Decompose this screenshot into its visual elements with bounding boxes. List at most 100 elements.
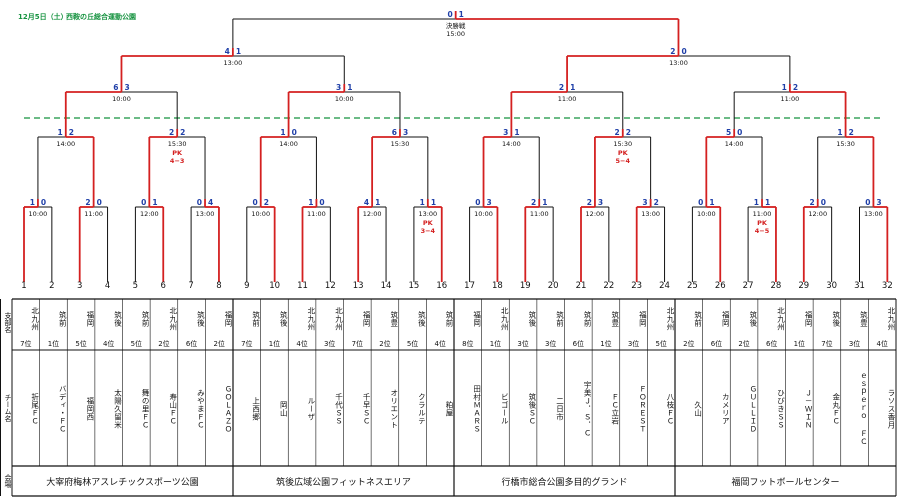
seed-number: 10 bbox=[269, 281, 281, 291]
team-name: カメリア bbox=[721, 393, 731, 425]
team-district: 北九州 bbox=[776, 307, 786, 331]
r1-match-score-right: 4 bbox=[208, 198, 213, 207]
r2-match-pk: 5−4 bbox=[616, 157, 631, 165]
r2-match-score-right: 0 bbox=[737, 128, 742, 137]
r3-match-score-right: 1 bbox=[570, 83, 575, 92]
r2-match-pk: PK bbox=[172, 149, 183, 157]
team-rank: 6位 bbox=[572, 340, 585, 348]
team-name: ＦＯＲＥＳＴ bbox=[638, 385, 648, 433]
team-rank: 3位 bbox=[323, 340, 336, 348]
team-rank: 2位 bbox=[379, 340, 391, 348]
r1-match-score-left: 0 bbox=[475, 198, 480, 207]
r1-match-score-left: 0 bbox=[253, 198, 258, 207]
r1-match-time: 12:00 bbox=[808, 210, 827, 218]
team-name: ＧＵＬＬＩＤ bbox=[748, 385, 758, 433]
team-district: 筑豊 bbox=[859, 311, 869, 327]
team-district: 筑後 bbox=[113, 311, 123, 327]
team-name: クラルテ bbox=[417, 393, 427, 425]
r1-match-score-left: 4 bbox=[364, 198, 369, 207]
final-match-score-right: 1 bbox=[459, 10, 464, 19]
team-district: 筑前 bbox=[583, 311, 593, 327]
r2-match-score-left: 1 bbox=[58, 128, 63, 137]
team-district: 筑前 bbox=[251, 311, 261, 327]
team-name: ＦＣ立岩 bbox=[610, 393, 620, 425]
r1-match-time: 12:00 bbox=[363, 210, 382, 218]
team-rank: 2位 bbox=[213, 340, 225, 348]
team-name: 粕屋 bbox=[445, 401, 454, 417]
r2-match-time: 15:30 bbox=[836, 140, 855, 148]
seed-number: 19 bbox=[519, 281, 531, 291]
team-district: 筑前 bbox=[141, 311, 151, 327]
team-district: 筑後 bbox=[196, 311, 206, 327]
r1-match-time: 11:00 bbox=[84, 210, 103, 218]
seed-number: 17 bbox=[464, 281, 475, 291]
team-name: 宇美Ｊ．Ｓ．Ｃ bbox=[583, 381, 593, 437]
team-name: ｅｓｐｅｒｏ ＦＣ bbox=[859, 372, 869, 446]
r2-match-score-left: 2 bbox=[615, 128, 620, 137]
seed-number: 29 bbox=[798, 281, 810, 291]
team-district: 北九州 bbox=[334, 307, 344, 331]
venue-name: 大宰府梅林アスレチックスポーツ公園 bbox=[46, 478, 199, 488]
team-name: ＧＯＬＡＺＯ bbox=[224, 385, 233, 433]
r2-match-pk: PK bbox=[618, 149, 629, 157]
team-name: 上西郷 bbox=[251, 397, 261, 421]
team-rank: 1位 bbox=[268, 340, 281, 348]
seed-number: 7 bbox=[188, 281, 194, 291]
r1-match-score-left: 2 bbox=[810, 198, 815, 207]
top-venue-label: 西鞍の丘総合運動公園 bbox=[66, 13, 136, 21]
team-name: オリエント bbox=[389, 389, 399, 429]
r1-match-score-right: 3 bbox=[487, 198, 492, 207]
r1-match-score-left: 2 bbox=[531, 198, 536, 207]
r3-match-time: 11:00 bbox=[558, 95, 577, 103]
r4-match-score-right: 1 bbox=[236, 47, 241, 56]
r2-match-score-right: 3 bbox=[403, 128, 408, 137]
r1-match-time: 13:00 bbox=[641, 210, 660, 218]
team-district: 筑後 bbox=[279, 311, 289, 327]
r3-match-score-left: 3 bbox=[336, 83, 341, 92]
r1-match-time: 12:00 bbox=[586, 210, 605, 218]
r1-match-time: 10:00 bbox=[29, 210, 48, 218]
district-row-label: 支部名 bbox=[4, 311, 12, 333]
team-name: 寿山ＦＣ bbox=[168, 393, 178, 425]
seed-number: 6 bbox=[160, 281, 166, 291]
r1-match-score-left: 3 bbox=[642, 198, 647, 207]
r1-match-time: 10:00 bbox=[474, 210, 493, 218]
team-rank: 7位 bbox=[241, 340, 253, 348]
r2-match-time: 15:30 bbox=[391, 140, 410, 148]
team-name: ラソス香月 bbox=[887, 389, 896, 429]
r3-match-score-right: 1 bbox=[347, 83, 352, 92]
final-label: 決勝戦 bbox=[446, 21, 466, 30]
r2-match-score-left: 1 bbox=[280, 128, 285, 137]
team-rank: 5位 bbox=[655, 340, 667, 348]
team-district: 北九州 bbox=[887, 307, 896, 331]
r1-match-score-left: 0 bbox=[698, 198, 703, 207]
team-name: 久山 bbox=[693, 401, 703, 417]
team-rank: 1位 bbox=[600, 340, 612, 348]
seed-number: 1 bbox=[21, 281, 27, 291]
team-rank: 5位 bbox=[406, 340, 419, 348]
team-rank: 6位 bbox=[185, 340, 198, 348]
r3-match-score-left: 1 bbox=[782, 83, 787, 92]
r2-match-time: 14:00 bbox=[56, 140, 75, 148]
r1-match-score-right: 1 bbox=[765, 198, 770, 207]
team-name: 舞の里ＦＣ bbox=[141, 389, 151, 429]
venue-name: 筑後広域公園フィットネスエリア bbox=[276, 478, 411, 488]
team-district: 筑後 bbox=[527, 311, 537, 327]
r1-match-time: 10:00 bbox=[251, 210, 270, 218]
team-district: 筑前 bbox=[58, 311, 68, 327]
r1-match-score-left: 1 bbox=[754, 198, 759, 207]
team-rank: 3位 bbox=[517, 340, 529, 348]
seed-number: 3 bbox=[76, 281, 83, 291]
seed-number: 27 bbox=[742, 281, 754, 291]
r2-match-time: 14:00 bbox=[279, 140, 298, 148]
seed-number: 14 bbox=[380, 281, 392, 291]
seed-number: 28 bbox=[770, 281, 782, 291]
team-district: 筑前 bbox=[445, 311, 454, 327]
team-rank: 2位 bbox=[158, 340, 170, 348]
r2-match-score-left: 3 bbox=[503, 128, 508, 137]
team-rank: 5位 bbox=[130, 340, 143, 348]
seed-number: 21 bbox=[575, 281, 587, 291]
r1-match-score-right: 0 bbox=[97, 198, 102, 207]
r3-match-score-left: 2 bbox=[559, 83, 564, 92]
seed-number: 20 bbox=[547, 281, 559, 291]
